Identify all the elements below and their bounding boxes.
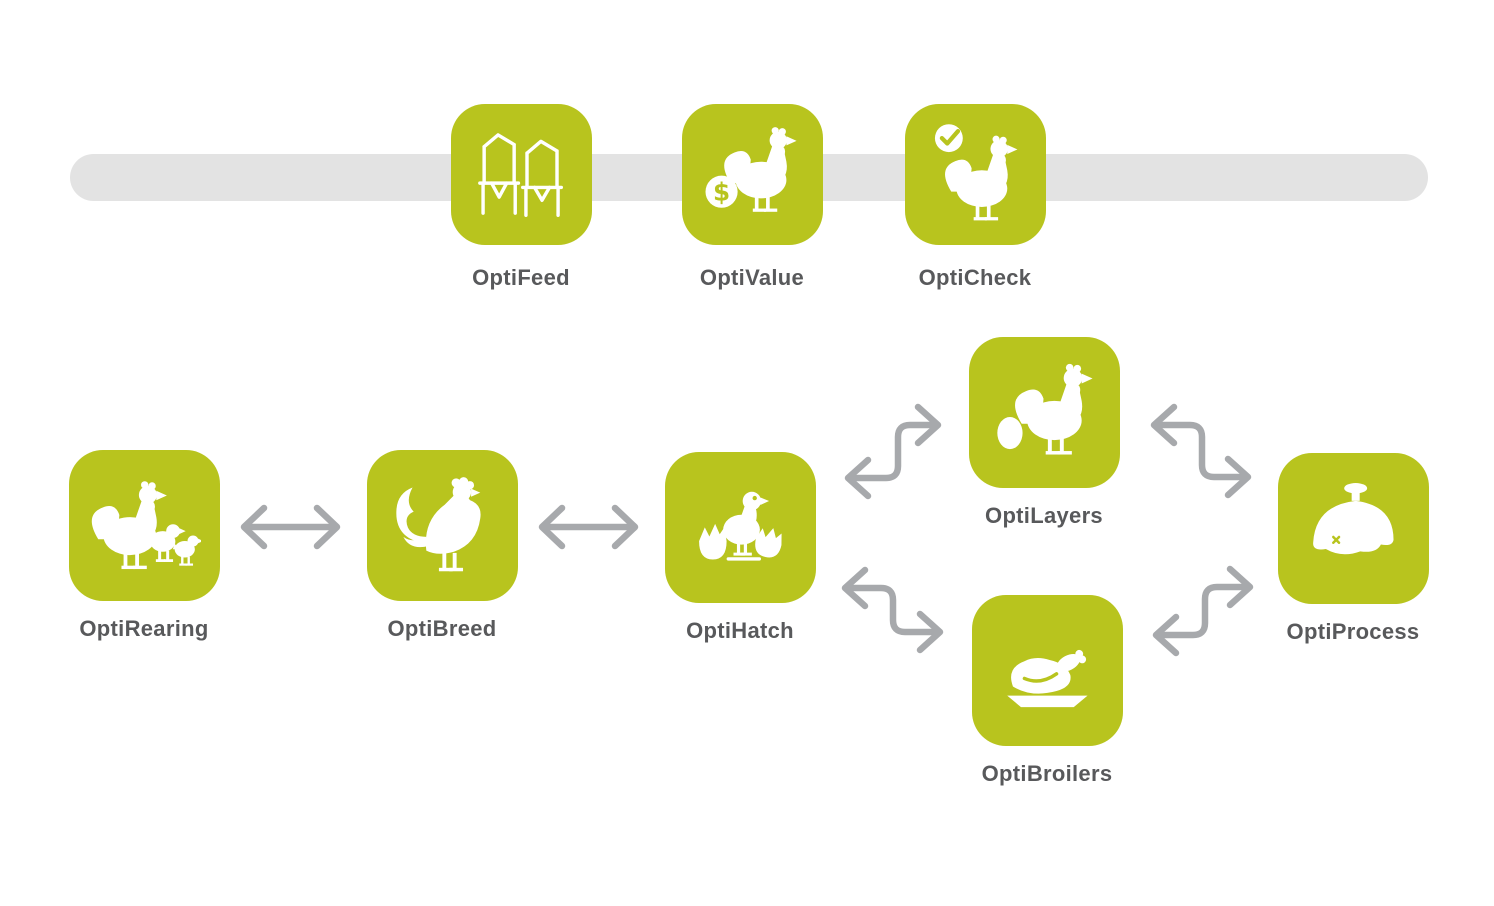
optibroilers-tile xyxy=(971,595,1123,746)
hen-with-chicks-icon xyxy=(91,481,202,570)
optihatch-node: OptiHatch xyxy=(645,452,835,644)
optilayers-tile xyxy=(968,337,1120,488)
hatched-chick-eggshell-icon xyxy=(698,491,782,561)
optibroilers-node: OptiBroilers xyxy=(952,595,1142,787)
plate xyxy=(1006,695,1088,708)
hen-with-egg-icon xyxy=(996,363,1093,455)
optilayers-node: OptiLayers xyxy=(949,337,1139,529)
eggshell-left xyxy=(698,524,727,560)
hen-checkmark-icon xyxy=(935,124,1018,221)
svg-text:$: $ xyxy=(713,177,730,206)
opticheck-label: OptiCheck xyxy=(918,265,1032,290)
opticheck-tile xyxy=(904,104,1046,245)
dollar-coin xyxy=(705,175,739,208)
roast-chicken-on-plate-icon xyxy=(1006,650,1088,708)
hen-dollar-coin-icon: $ xyxy=(705,127,798,212)
optifeed-label: OptiFeed xyxy=(472,265,570,290)
opticheck-node: OptiCheck xyxy=(880,104,1070,291)
optibreed-tile xyxy=(366,450,518,601)
optifeed-node: OptiFeed xyxy=(426,104,616,291)
optivalue-node: $ OptiValue xyxy=(657,104,847,291)
egg xyxy=(996,417,1023,450)
optibreed-label: OptiBreed xyxy=(387,616,497,641)
optirearing-tile xyxy=(68,450,220,601)
optifeed-tile xyxy=(450,104,592,245)
optibreed-node: OptiBreed xyxy=(347,450,537,642)
arrow-broilers-process xyxy=(1152,565,1254,657)
arrow-layers-process xyxy=(1150,403,1252,499)
cloche-dome xyxy=(1312,500,1394,555)
ground-line xyxy=(726,557,761,561)
optiprocess-node: OptiProcess xyxy=(1258,453,1448,645)
optihatch-tile xyxy=(664,452,816,603)
optirearing-label: OptiRearing xyxy=(79,616,209,641)
optirearing-node: OptiRearing xyxy=(49,450,239,642)
arrow-rearing-breed xyxy=(240,504,341,550)
chick-large xyxy=(147,524,186,563)
optivalue-tile: $ xyxy=(681,104,823,245)
chick-small xyxy=(172,535,202,566)
check-circle xyxy=(935,124,964,152)
arrow-breed-hatch xyxy=(538,504,639,550)
arrow-hatch-layers xyxy=(844,403,942,500)
chick-eye xyxy=(752,496,757,501)
serving-cloche-icon xyxy=(1312,483,1394,555)
cloche-knob xyxy=(1343,483,1367,494)
rooster-icon xyxy=(395,477,481,572)
optiprocess-tile xyxy=(1277,453,1429,604)
arrow-hatch-broilers xyxy=(841,566,944,654)
optilayers-label: OptiLayers xyxy=(985,503,1103,528)
feed-silos-icon xyxy=(478,133,564,217)
eggshell-right xyxy=(754,528,782,558)
optihatch-label: OptiHatch xyxy=(686,618,794,643)
optibroilers-label: OptiBroilers xyxy=(981,761,1113,786)
optivalue-label: OptiValue xyxy=(699,265,805,290)
optiprocess-label: OptiProcess xyxy=(1286,619,1420,644)
drumstick xyxy=(1056,650,1086,672)
